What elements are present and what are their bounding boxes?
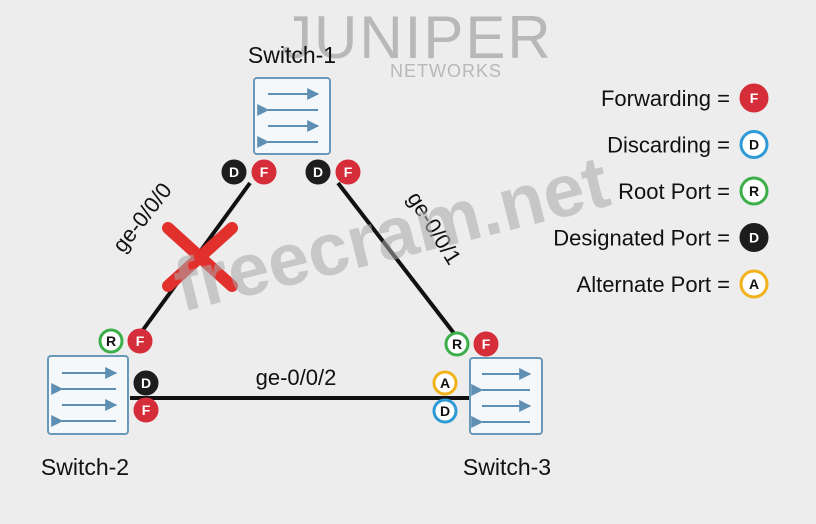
svg-text:A: A xyxy=(440,375,450,391)
port-badge-s2-right-role: D xyxy=(133,370,159,396)
switch-2-label: Switch-2 xyxy=(41,454,129,480)
legend-row: Discarding = xyxy=(607,133,730,158)
port-badge-s1-left-state: F xyxy=(251,159,277,185)
link-label-ge-0-0-0: ge-0/0/0 xyxy=(107,178,176,257)
port-badge-s1-right-state: F xyxy=(335,159,361,185)
svg-text:R: R xyxy=(452,336,462,352)
svg-text:D: D xyxy=(749,230,759,246)
legend-badge: R xyxy=(739,176,769,206)
legend-badge: D xyxy=(739,130,769,159)
svg-text:F: F xyxy=(260,164,269,180)
link-label-ge-0-0-2: ge-0/0/2 xyxy=(256,365,337,390)
svg-text:F: F xyxy=(482,336,491,352)
svg-text:D: D xyxy=(229,164,239,180)
legend-badge: F xyxy=(739,83,769,113)
switch-3[interactable]: Switch-3 xyxy=(463,357,551,480)
switch-icon xyxy=(47,355,129,435)
logo-sub: NETWORKS xyxy=(390,61,502,81)
switch-3-label: Switch-3 xyxy=(463,454,551,480)
port-badge-s2-right-state: F xyxy=(133,397,159,423)
switch-1[interactable]: Switch-1 xyxy=(248,42,336,155)
port-badge-s1-left-role: D xyxy=(221,159,247,185)
legend-row: Root Port = xyxy=(618,179,730,204)
legend-label: Discarding = xyxy=(607,133,730,158)
logo-brand: JUNIPER xyxy=(282,4,553,71)
legend-row: Alternate Port = xyxy=(577,272,730,297)
svg-text:F: F xyxy=(136,333,145,349)
legend-row: Forwarding = xyxy=(601,86,730,111)
blocked-link-x-icon xyxy=(162,222,238,292)
link-line-ge-0-0-1 xyxy=(336,181,465,347)
svg-text:R: R xyxy=(106,333,116,349)
svg-text:F: F xyxy=(142,402,151,418)
svg-text:D: D xyxy=(440,403,450,419)
port-badge-s3-top-state: F xyxy=(473,331,499,357)
juniper-logo: JUNIPER NETWORKS xyxy=(282,4,553,81)
svg-text:D: D xyxy=(749,137,759,153)
legend-label: Alternate Port = xyxy=(577,272,730,297)
port-badge-s3-top-role: R xyxy=(444,331,470,357)
switch-2[interactable]: Switch-2 xyxy=(41,355,129,480)
svg-text:D: D xyxy=(313,164,323,180)
legend-label: Root Port = xyxy=(618,179,730,204)
legend: Forwarding = F Discarding = D Root Port = R De… xyxy=(553,83,769,299)
port-badge-s2-top-state: F xyxy=(127,328,153,354)
legend-label: Forwarding = xyxy=(601,86,730,111)
port-badge-s1-right-role: D xyxy=(305,159,331,185)
svg-text:D: D xyxy=(141,375,151,391)
legend-badge: A xyxy=(739,269,769,299)
legend-badge: D xyxy=(739,223,769,252)
svg-text:R: R xyxy=(749,183,759,199)
svg-text:F: F xyxy=(344,164,353,180)
switch-1-label: Switch-1 xyxy=(248,42,336,68)
svg-text:A: A xyxy=(749,276,759,292)
port-badge-s3-left-state: D xyxy=(432,398,458,424)
legend-row: Designated Port = xyxy=(553,226,730,251)
port-badge-s3-left-role: A xyxy=(432,370,458,396)
legend-label: Designated Port = xyxy=(553,226,730,251)
svg-text:F: F xyxy=(750,90,759,106)
port-badge-s2-top-role: R xyxy=(98,328,124,354)
